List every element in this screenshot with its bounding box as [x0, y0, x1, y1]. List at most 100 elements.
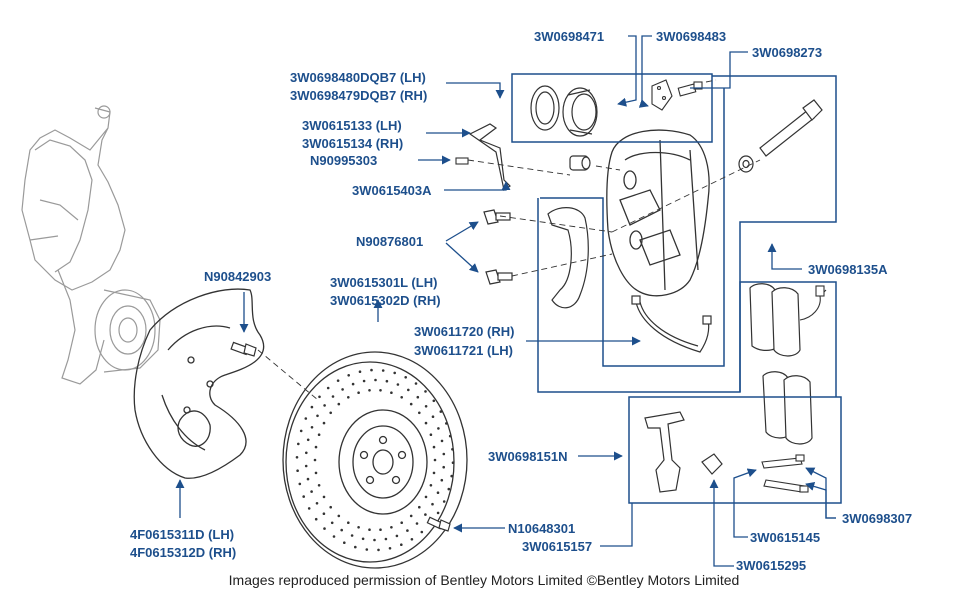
part-label-4f0615311d: 4F0615311D (LH) [130, 527, 235, 542]
disc-drill-hole [347, 396, 350, 399]
disc-drill-hole [400, 521, 404, 524]
disc-drill-hole [439, 410, 443, 413]
assembly-centre-lines [257, 79, 761, 401]
disc-drill-hole [400, 543, 403, 546]
part-label-3w0615403a: 3W0615403A [352, 183, 432, 198]
disc-drill-hole [350, 534, 354, 537]
disc-drill-hole [415, 522, 419, 525]
disc-drill-hole [317, 484, 321, 487]
disc-drill-hole [330, 521, 334, 525]
disc-drill-hole [341, 388, 344, 391]
disc-drill-hole [436, 511, 440, 515]
disc-drill-hole [451, 448, 454, 451]
disc-drill-hole [406, 529, 409, 532]
disc-drill-hole [340, 528, 344, 532]
disc-cross-drill-holes [295, 368, 455, 552]
disc-drill-hole [314, 471, 318, 475]
disc-drill-hole [336, 379, 340, 383]
disc-drill-hole [390, 391, 393, 395]
disc-drill-hole [322, 495, 326, 499]
disc-drill-hole [424, 390, 427, 393]
part-label-3w0615134: 3W0615134 (RH) [302, 136, 404, 151]
disc-drill-hole [409, 402, 413, 406]
part-label-3w0611720: 3W0611720 (RH) [414, 324, 515, 339]
disc-drill-hole [448, 434, 452, 438]
disc-drill-hole [368, 528, 371, 531]
disc-drill-hole [451, 461, 455, 465]
part-label-3w0615157: 3W0615157 [522, 539, 593, 554]
disc-drill-hole [362, 379, 366, 383]
disc-drill-hole [322, 512, 326, 515]
part-label-3w0698135a: 3W0698135A [808, 262, 888, 277]
disc-drill-hole [368, 389, 371, 392]
part-label-4f0615312d: 4F0615312D (RH) [130, 545, 237, 560]
disc-drill-hole [306, 477, 310, 481]
disc-drill-hole [432, 471, 436, 475]
part-label-3w0615301l: 3W0615301L (LH) [330, 275, 438, 290]
disc-drill-hole [418, 411, 421, 415]
disc-drill-hole [296, 469, 299, 473]
disc-drill-hole [400, 396, 404, 399]
disc-drill-hole [337, 402, 341, 406]
disc-drill-hole [385, 379, 389, 383]
copyright-caption: Images reproduced permission of Bentley … [228, 572, 740, 588]
disc-drill-hole [432, 445, 436, 449]
bracket-screw-drawing [455, 157, 469, 165]
disc-drill-hole [298, 482, 302, 486]
part-label-3w0698471: 3W0698471 [534, 29, 605, 44]
disc-drill-hole [314, 517, 318, 521]
disc-drill-hole [420, 530, 424, 534]
disc-drill-hole [343, 541, 346, 544]
disc-drill-hole [365, 548, 369, 551]
disc-drill-hole [424, 495, 428, 499]
disc-drill-hole [440, 478, 444, 482]
disc-drill-hole [410, 538, 414, 541]
disc-drill-hole [424, 421, 428, 425]
part-label-3w0698273: 3W0698273 [752, 45, 823, 60]
disc-drill-hole [304, 417, 308, 420]
disc-screw-drawing [426, 516, 451, 532]
pad-spring-drawing [644, 411, 685, 493]
disc-drill-hole [374, 378, 377, 382]
disc-drill-hole [404, 376, 408, 379]
wear-sensor-drawing [799, 285, 827, 321]
part-label-3w0698480dqb7: 3W0698480DQB7 (LH) [290, 70, 426, 85]
disc-drill-hole [396, 383, 400, 386]
disc-drill-hole [416, 395, 420, 399]
disc-drill-hole [379, 389, 382, 392]
part-label-3w0615295: 3W0615295 [736, 558, 807, 573]
disc-drill-hole [361, 537, 365, 541]
disc-drill-hole [431, 502, 434, 506]
part-label-3w0698483: 3W0698483 [656, 29, 727, 44]
disc-drill-hole [297, 442, 300, 446]
disc-drill-hole [424, 405, 428, 408]
disc-drill-hole [337, 514, 341, 518]
disc-drill-hole [358, 370, 362, 374]
disc-drill-hole [442, 465, 446, 469]
disc-drill-hole [314, 445, 318, 449]
disc-drill-hole [431, 415, 435, 419]
disc-drill-hole [316, 414, 319, 418]
disc-drill-hole [381, 369, 385, 372]
brake-hose-drawing [631, 295, 712, 353]
part-label-3w0615145: 3W0615145 [750, 530, 821, 545]
disc-drill-hole [440, 439, 444, 443]
part-label-3w0615133: 3W0615133 (LH) [302, 118, 402, 133]
disc-drill-hole [370, 368, 373, 372]
disc-drill-hole [307, 507, 311, 510]
part-label-3w0611721: 3W0611721 (LH) [414, 343, 513, 358]
group-boxes [511, 73, 842, 504]
dust-shield-drawing [133, 288, 265, 479]
disc-drill-hole [429, 484, 433, 487]
hose-bracket-drawing [468, 123, 511, 191]
disc-drill-hole [310, 490, 313, 493]
bleed-nipple-drawing [651, 79, 703, 111]
disc-drill-hole [384, 537, 388, 541]
disc-drill-hole [442, 500, 446, 503]
pad-pins-drawing [761, 454, 809, 493]
disc-drill-hole [332, 535, 336, 538]
disc-drill-hole [379, 528, 382, 531]
disc-drill-hole [437, 427, 440, 430]
disc-drill-hole [407, 388, 410, 392]
